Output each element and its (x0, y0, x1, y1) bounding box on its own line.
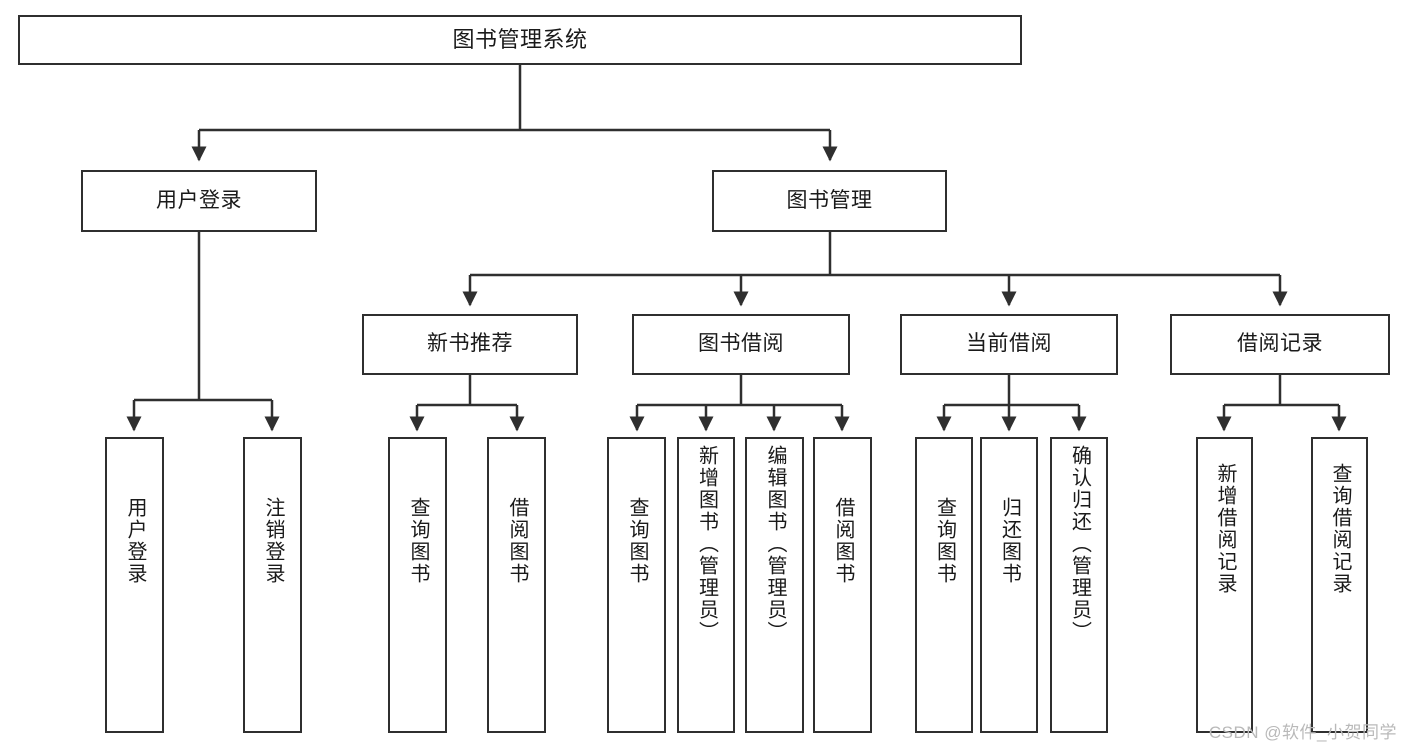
node-leaf-logout[interactable]: 注销登录 (243, 437, 302, 733)
node-borrow-record-label: 借阅记录 (1237, 332, 1323, 356)
node-leaf-query-record-label: 查询借阅记录 (1329, 463, 1351, 595)
node-current-borrow[interactable]: 当前借阅 (900, 314, 1118, 375)
node-leaf-edit-book-label: 编辑图书（管理员） (764, 445, 786, 643)
node-new-book-recommend-label: 新书推荐 (427, 332, 513, 356)
node-leaf-add-record-label: 新增借阅记录 (1214, 463, 1236, 595)
node-current-borrow-label: 当前借阅 (966, 332, 1052, 356)
node-user-login[interactable]: 用户登录 (81, 170, 317, 232)
node-leaf-user-login-label: 用户登录 (124, 497, 146, 585)
node-book-manage[interactable]: 图书管理 (712, 170, 947, 232)
node-user-login-label: 用户登录 (156, 188, 242, 212)
node-leaf-borrow-book[interactable]: 借阅图书 (813, 437, 872, 733)
node-leaf-borrow-book-rec-label: 借阅图书 (506, 497, 528, 585)
node-leaf-query-book-cur[interactable]: 查询图书 (915, 437, 973, 733)
node-new-book-recommend[interactable]: 新书推荐 (362, 314, 578, 375)
node-root[interactable]: 图书管理系统 (18, 15, 1022, 65)
node-leaf-return-book-label: 归还图书 (998, 497, 1021, 585)
node-leaf-edit-book[interactable]: 编辑图书（管理员） (745, 437, 804, 733)
node-leaf-user-login[interactable]: 用户登录 (105, 437, 164, 733)
node-borrow-record[interactable]: 借阅记录 (1170, 314, 1390, 375)
node-leaf-query-record[interactable]: 查询借阅记录 (1311, 437, 1368, 733)
node-leaf-add-book[interactable]: 新增图书（管理员） (677, 437, 735, 733)
node-leaf-query-book-rec[interactable]: 查询图书 (388, 437, 447, 733)
node-book-manage-label: 图书管理 (786, 188, 873, 212)
node-leaf-borrow-book-label: 借阅图书 (832, 497, 854, 585)
node-leaf-query-book-rec-label: 查询图书 (407, 497, 429, 585)
node-leaf-return-book[interactable]: 归还图书 (980, 437, 1038, 733)
node-leaf-query-book-cur-label: 查询图书 (933, 497, 956, 585)
node-leaf-add-record[interactable]: 新增借阅记录 (1196, 437, 1253, 733)
node-leaf-query-book-borrow[interactable]: 查询图书 (607, 437, 666, 733)
node-root-label: 图书管理系统 (452, 27, 588, 53)
node-leaf-confirm-return[interactable]: 确认归还（管理员） (1050, 437, 1108, 733)
node-book-borrow-label: 图书借阅 (698, 332, 784, 356)
node-leaf-logout-label: 注销登录 (262, 497, 284, 585)
node-leaf-query-book-borrow-label: 查询图书 (626, 497, 648, 585)
node-leaf-add-book-label: 新增图书（管理员） (695, 445, 718, 643)
node-leaf-confirm-return-label: 确认归还（管理员） (1068, 445, 1091, 643)
node-leaf-borrow-book-rec[interactable]: 借阅图书 (487, 437, 546, 733)
csdn-watermark: CSDN @软件_小贺同学 (1208, 723, 1397, 742)
node-book-borrow[interactable]: 图书借阅 (632, 314, 850, 375)
